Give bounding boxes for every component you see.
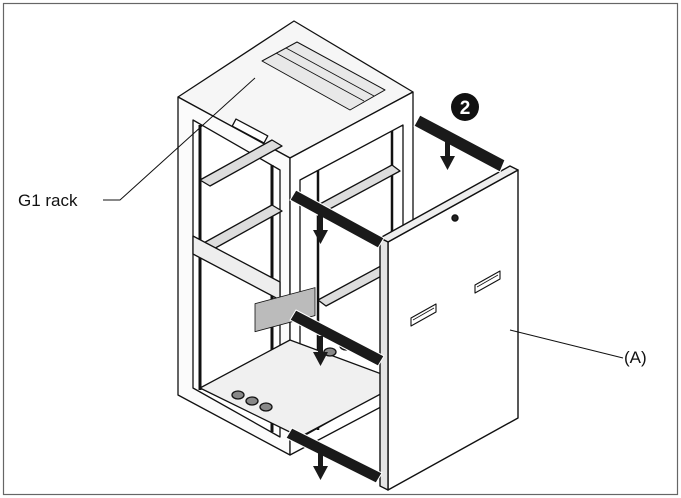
panel-slot [474,270,501,294]
step-circle [451,93,479,121]
panel-leader-line [509,329,624,359]
rack-label: G1 rack [18,191,78,210]
arrow-diagonal [289,309,385,367]
vent-line [285,47,375,97]
panel-slot [410,303,437,327]
arrow-diagonal [285,427,383,484]
arrow-down-bottom [313,452,328,480]
arrow-down-upper [313,214,328,244]
floor-hole [259,402,273,412]
side-panel-side-edge [379,237,389,491]
panel-lock [451,214,459,222]
rack-leader-line [103,77,256,201]
panel-slot-line [412,307,435,321]
floor-hole [245,396,259,406]
step-number: 2 [460,98,471,119]
floor-hole [231,390,245,400]
installation-arrows [285,114,506,484]
top-handle [231,118,269,144]
mounting-rail-upper [199,139,283,187]
arrow-diagonal [289,189,385,249]
panel-slot-line [476,274,499,288]
step-badge: 2 [451,93,479,121]
arrow-down-top-right [440,140,455,170]
panel-label: (A) [624,348,647,367]
rack-top-vent [261,41,386,111]
vent-line [275,52,365,102]
arrow-down-middle [313,336,328,366]
side-panel-a [379,165,519,491]
arrow-diagonal [413,114,506,173]
floor-cutout [254,287,316,333]
